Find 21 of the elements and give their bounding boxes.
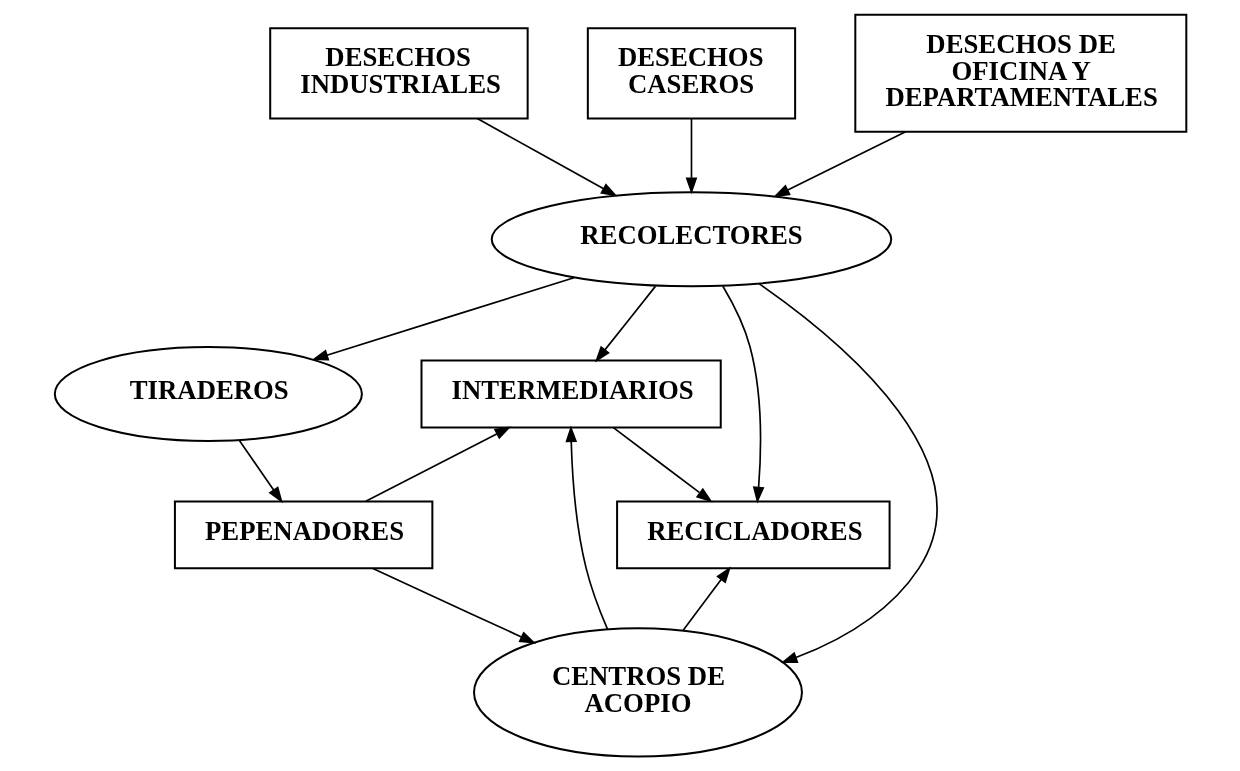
- arrow: [685, 117, 697, 195]
- node-box: PEPENADORES: [173, 500, 433, 570]
- node-box: DESECHOS INDUSTRIALES: [268, 27, 529, 120]
- arrow: [476, 117, 618, 197]
- arrow: [564, 425, 608, 630]
- arrow: [364, 426, 511, 503]
- arrow: [721, 285, 764, 504]
- node-box: DESECHOS CASEROS: [586, 27, 796, 120]
- arrow: [311, 276, 575, 361]
- arrow: [238, 439, 283, 504]
- node-ellipse: CENTROS DE ACOPIO: [472, 627, 803, 758]
- arrow: [594, 285, 656, 363]
- arrow: [772, 131, 906, 198]
- arrow: [371, 567, 536, 644]
- node-ellipse: RECOLECTORES: [490, 191, 892, 288]
- node-box: DESECHOS DE OFICINA Y DEPARTAMENTALES: [853, 13, 1187, 133]
- node-box: INTERMEDIARIOS: [420, 359, 722, 429]
- arrow: [612, 426, 713, 503]
- arrow: [757, 283, 938, 664]
- arrow: [681, 566, 731, 632]
- node-box: RECICLADORES: [615, 500, 891, 570]
